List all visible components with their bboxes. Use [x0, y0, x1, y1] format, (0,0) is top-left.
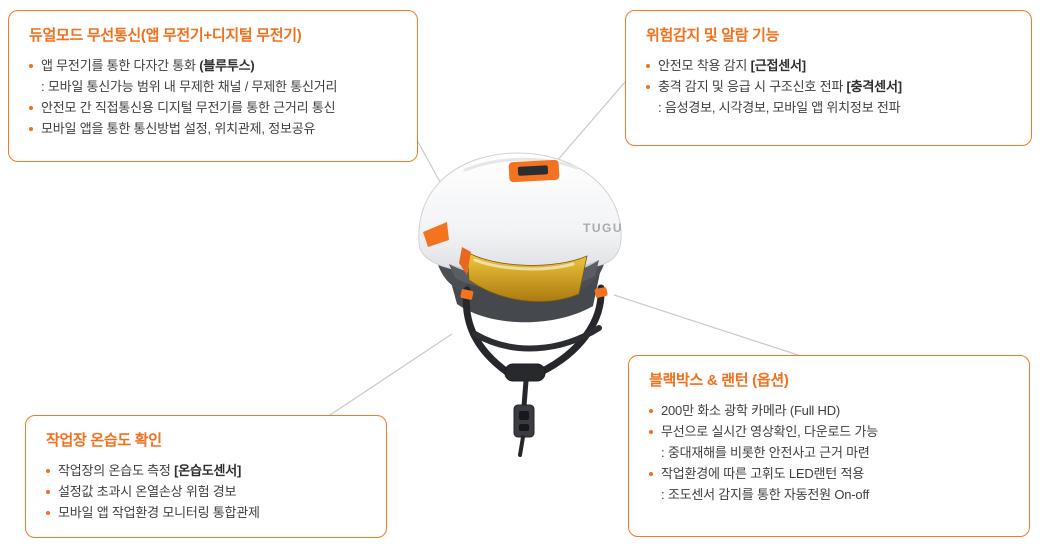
callout-temp-humidity: 작업장 온습도 확인 작업장의 온습도 측정 [온습도센서] 설정값 초과시 온열…: [25, 415, 387, 539]
feature-text: 안전모 간 직접통신용 디지털 무전기를 통한 근거리 통신: [41, 100, 336, 116]
feature-text: : 모바일 통신가능 범위 내 무제한 채널 / 무제한 통신거리: [41, 79, 338, 95]
feature-item: 설정값 초과시 온열손상 위험 경보: [44, 481, 370, 502]
callout-blackbox-lantern: 블랙박스 & 랜턴 (옵션) 200만 화소 광학 카메라 (Full HD) 무…: [628, 355, 1030, 537]
feature-item: : 조도센서 감지를 통한 자동전원 On-off: [647, 484, 1013, 505]
feature-item: : 모바일 통신가능 범위 내 무제한 채널 / 무제한 통신거리: [27, 76, 401, 97]
feature-item: 모바일 앱을 통한 통신방법 설정, 위치관제, 정보공유: [27, 118, 401, 139]
brand-logo: TUGU: [583, 221, 623, 235]
feature-text: 모바일 앱 작업환경 모니터링 통합관제: [58, 505, 260, 521]
feature-text: 모바일 앱을 통한 통신방법 설정, 위치관제, 정보공유: [41, 121, 316, 137]
bullet-dot-icon: [46, 490, 50, 495]
feature-item: 작업장의 온습도 측정 [온습도센서]: [44, 460, 370, 481]
feature-list: 앱 무전기를 통한 다자간 통화 (블루투스) : 모바일 통신가능 범위 내 무…: [27, 55, 401, 139]
bullet-dot-icon: [646, 85, 650, 90]
buckle-body: [513, 404, 535, 438]
visor: [466, 251, 588, 302]
bullet-dot-icon: [29, 106, 33, 111]
top-sensor-slot: [517, 165, 549, 176]
feature-list: 안전모 착용 감지 [근접센서] 충격 감지 및 응급 시 구조신호 전파 [충격…: [644, 55, 1015, 118]
buckle-tail: [518, 435, 525, 457]
callout-title: 위험감지 및 알람 기능: [646, 27, 780, 44]
feature-text: : 음성경보, 시각경보, 모바일 앱 위치정보 전파: [658, 100, 901, 116]
feature-text: 작업장의 온습도 측정 [온습도센서]: [58, 463, 242, 478]
feature-item: : 음성경보, 시각경보, 모바일 앱 위치정보 전파: [644, 97, 1015, 118]
feature-text: 충격 감지 및 응급 시 구조신호 전파 [충격센서]: [658, 79, 902, 95]
callout-title: 블랙박스 & 랜턴 (옵션): [649, 372, 789, 389]
bullet-dot-icon: [29, 64, 33, 68]
feature-list: 200만 화소 광학 카메라 (Full HD) 무선으로 실시간 영상확인, 다…: [647, 400, 1013, 505]
buckle-slot-lower: [519, 424, 529, 431]
side-clip-icon: [423, 222, 449, 247]
connector-line: [613, 294, 799, 356]
feature-text: : 중대재해를 비롯한 안전사고 근거 마련: [661, 445, 870, 461]
feature-text: 작업환경에 따른 고휘도 LED랜턴 적용: [661, 466, 864, 482]
buckle-strap: [521, 378, 529, 409]
feature-text: 설정값 초과시 온열손상 위험 경보: [58, 484, 237, 500]
helmet-shell: [418, 152, 622, 276]
feature-text: : 조도센서 감지를 통한 자동전원 On-off: [661, 487, 870, 503]
strap-anchor-right: [594, 287, 608, 298]
bullet-dot-icon: [46, 511, 50, 516]
feature-item: 안전모 착용 감지 [근접센서]: [644, 55, 1015, 76]
feature-text: 무선으로 실시간 영상확인, 다운로드 가능: [661, 424, 878, 440]
feature-item: 200만 화소 광학 카메라 (Full HD): [647, 400, 1013, 421]
rear-strap: [472, 325, 602, 352]
feature-item: 작업환경에 따른 고휘도 LED랜턴 적용: [647, 463, 1013, 484]
feature-item: 앱 무전기를 통한 다자간 통화 (블루투스): [27, 55, 401, 76]
callout-dual-comm: 듀얼모드 무선통신(앱 무전기+디지털 무전기) 앱 무전기를 통한 다자간 통…: [8, 10, 418, 162]
bullet-dot-icon: [649, 472, 653, 477]
bullet-dot-icon: [646, 64, 650, 68]
feature-text: 앱 무전기를 통한 다자간 통화 (블루투스): [41, 58, 255, 73]
callout-title: 듀얼모드 무선통신(앱 무전기+디지털 무전기): [29, 27, 302, 44]
connector-line: [329, 333, 453, 416]
helmet-illustration: TUGU: [418, 152, 623, 457]
feature-text: 200만 화소 광학 카메라 (Full HD): [661, 403, 841, 418]
bullet-dot-icon: [649, 430, 653, 435]
feature-item: 충격 감지 및 응급 시 구조신호 전파 [충격센서]: [644, 76, 1015, 97]
bullet-dot-icon: [29, 127, 33, 132]
callout-danger-alarm: 위험감지 및 알람 기능 안전모 착용 감지 [근접센서] 충격 감지 및 응급 …: [625, 10, 1032, 146]
visor-highlight: [473, 258, 575, 271]
strap-anchor-left: [460, 289, 474, 300]
connector-line: [555, 81, 626, 163]
bullet-dot-icon: [46, 469, 50, 473]
feature-item: 무선으로 실시간 영상확인, 다운로드 가능: [647, 421, 1013, 442]
bullet-dot-icon: [649, 409, 653, 413]
visor-frame-left: [459, 247, 471, 275]
feature-item: : 중대재해를 비롯한 안전사고 근거 마련: [647, 442, 1013, 463]
chin-cup: [504, 363, 546, 382]
helmet-ridge: [463, 157, 579, 172]
feature-text: 안전모 착용 감지 [근접센서]: [658, 58, 806, 73]
feature-item: 안전모 간 직접통신용 디지털 무전기를 통한 근거리 통신: [27, 97, 401, 118]
buckle-slot-upper: [519, 411, 529, 420]
feature-item: 모바일 앱 작업환경 모니터링 통합관제: [44, 502, 370, 523]
callout-title: 작업장 온습도 확인: [46, 432, 162, 449]
